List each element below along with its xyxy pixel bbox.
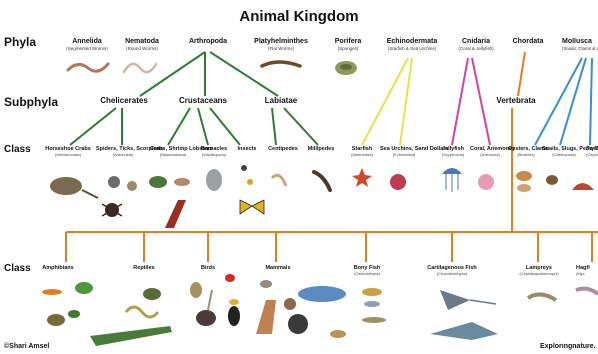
bony-fish2-icon xyxy=(364,301,380,307)
owl-monkey-icon xyxy=(284,298,296,310)
shark-icon xyxy=(430,322,498,340)
website-label: Exploringnature. xyxy=(540,343,598,350)
frog2-icon xyxy=(68,310,80,318)
ostrich-neck xyxy=(208,290,212,310)
bird-icon xyxy=(190,282,202,298)
cardinal-icon xyxy=(225,274,235,282)
stingray-icon xyxy=(440,290,470,310)
bony-fish-icon xyxy=(362,288,382,296)
duck-icon xyxy=(229,299,239,305)
frog-icon xyxy=(75,282,93,294)
copyright-label: ©Shari Amsel xyxy=(4,343,49,350)
mouse-icon xyxy=(260,280,272,288)
dolphin-icon xyxy=(298,286,346,302)
penguin-icon xyxy=(228,306,240,326)
bony-fish3-icon xyxy=(362,317,386,323)
crocodile-icon xyxy=(90,326,172,346)
snake-icon xyxy=(126,307,158,317)
gorilla-icon xyxy=(288,314,308,334)
salamander-icon xyxy=(42,289,62,295)
stingray-tail xyxy=(470,300,496,304)
ostrich-icon xyxy=(196,310,216,326)
cat-icon xyxy=(330,330,346,338)
toad-icon xyxy=(47,314,65,326)
hagfish-icon xyxy=(576,289,598,294)
turtle-icon xyxy=(143,288,161,300)
kangaroo-icon xyxy=(256,300,276,334)
lamprey-icon xyxy=(528,294,556,300)
